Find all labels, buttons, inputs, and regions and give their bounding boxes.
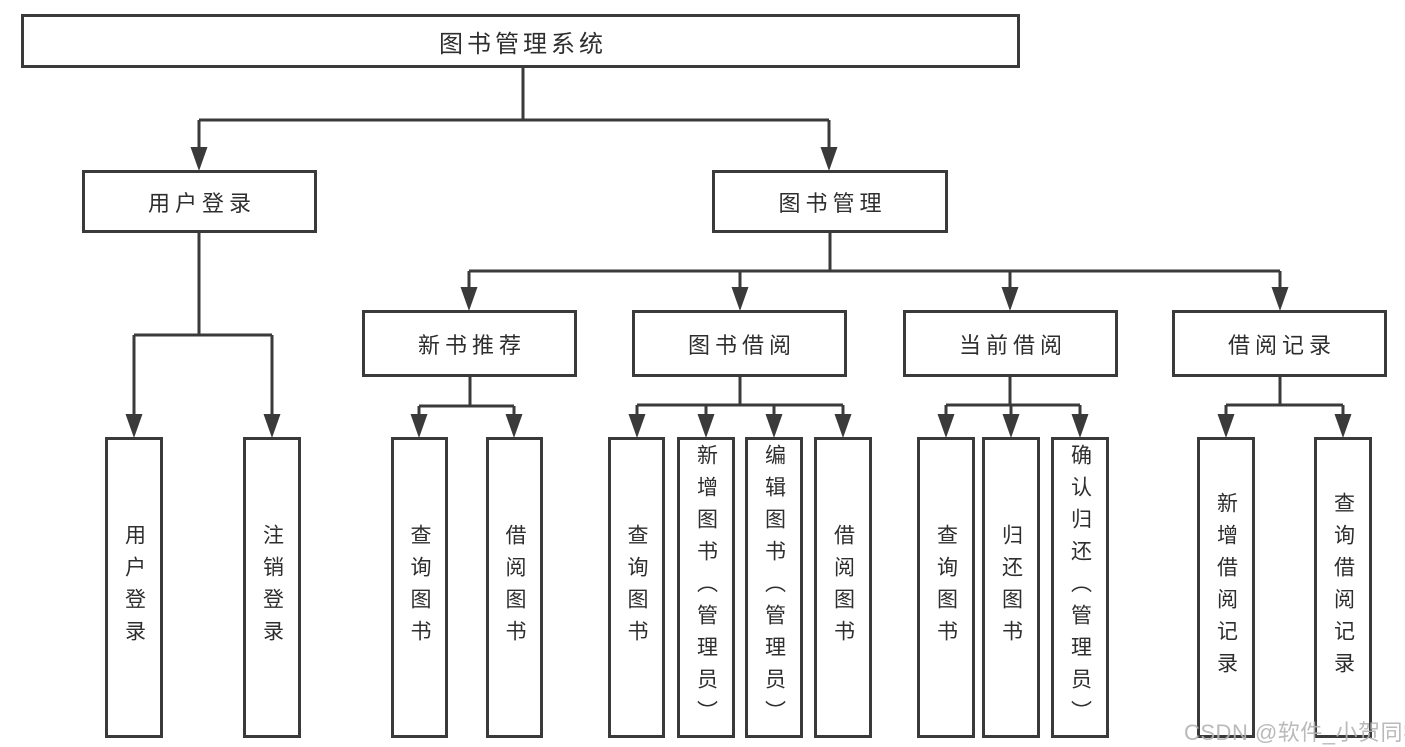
connector-new-book-recommendation-to-leaves [417, 377, 516, 425]
node-label: 借阅记录 [1227, 332, 1336, 358]
arrowhead [410, 414, 428, 438]
arrowhead [820, 147, 838, 171]
leaf-query-books-borrowing: 查询图书 [608, 437, 665, 738]
arrowhead [1334, 414, 1352, 438]
node-label: 查询图书 [934, 523, 958, 652]
node-book-management: 图书管理 [712, 170, 948, 233]
leaf-add-books-admin: 新增图书（管理员） [677, 437, 735, 738]
connector-book-borrowing-to-leaves [635, 377, 845, 425]
node-current-borrowing: 当前借阅 [903, 310, 1118, 377]
arrowhead [628, 414, 646, 438]
node-label: 查询借阅记录 [1331, 491, 1355, 684]
arrowhead [1217, 414, 1235, 438]
arrowhead [1271, 287, 1289, 311]
leaf-return-books: 归还图书 [982, 437, 1040, 738]
node-label: 图书管理系统 [439, 30, 607, 58]
leaf-add-borrowing-record: 新增借阅记录 [1197, 437, 1255, 738]
leaf-logout: 注销登录 [243, 437, 301, 738]
arrowhead [765, 414, 783, 438]
node-label: 确认归还（管理员） [1068, 443, 1092, 732]
node-book-borrowing: 图书借阅 [632, 310, 847, 377]
arrowhead [190, 147, 208, 171]
node-label: 查询图书 [625, 523, 648, 652]
node-label: 图书借阅 [687, 332, 796, 358]
leaf-query-books-current: 查询图书 [917, 437, 975, 738]
node-label: 新书推荐 [417, 332, 526, 358]
arrowhead [834, 414, 852, 438]
connector-user-login-to-leaves [132, 233, 274, 425]
arrowhead [263, 414, 281, 438]
leaf-borrow-books-borrowing: 借阅图书 [814, 437, 872, 738]
leaf-user-login: 用户登录 [105, 437, 163, 738]
connector-root-to-level2 [197, 68, 831, 158]
arrowhead [505, 414, 523, 438]
node-label: 用户登录 [147, 190, 256, 216]
csdn-watermark: CSDN @软件_小贺同学 [1184, 720, 1405, 745]
arrowhead [460, 287, 478, 311]
node-label: 图书管理 [778, 190, 887, 216]
leaf-query-borrowing-record: 查询借阅记录 [1314, 437, 1372, 738]
arrowhead [125, 414, 143, 438]
arrowhead [731, 287, 749, 311]
node-label: 查询图书 [408, 523, 431, 652]
arrowhead [937, 414, 955, 438]
leaf-borrow-books-recommend: 借阅图书 [486, 437, 543, 738]
node-label: 归还图书 [999, 523, 1023, 652]
node-borrowing-records: 借阅记录 [1172, 310, 1387, 377]
connector-borrowing-records-to-leaves [1224, 377, 1345, 425]
connector-book-management-to-level3 [467, 233, 1282, 298]
arrowhead [1002, 414, 1020, 438]
node-label: 借阅图书 [503, 523, 526, 652]
node-label: 编辑图书（管理员） [762, 443, 786, 732]
node-label: 新增图书（管理员） [694, 443, 718, 732]
node-label: 当前借阅 [958, 332, 1067, 358]
node-label: 用户登录 [122, 523, 146, 652]
node-user-login: 用户登录 [82, 170, 317, 233]
leaf-confirm-return-admin: 确认归还（管理员） [1051, 437, 1109, 738]
node-label: 借阅图书 [831, 523, 855, 652]
arrowhead [697, 414, 715, 438]
node-library-management-system: 图书管理系统 [21, 14, 1020, 68]
leaf-query-books-recommend: 查询图书 [391, 437, 448, 738]
node-new-book-recommendation: 新书推荐 [362, 310, 577, 377]
leaf-edit-books-admin: 编辑图书（管理员） [745, 437, 803, 738]
node-label: 注销登录 [260, 523, 284, 652]
node-label: 新增借阅记录 [1214, 491, 1238, 684]
arrowhead [1071, 414, 1089, 438]
arrowhead [1001, 287, 1019, 311]
